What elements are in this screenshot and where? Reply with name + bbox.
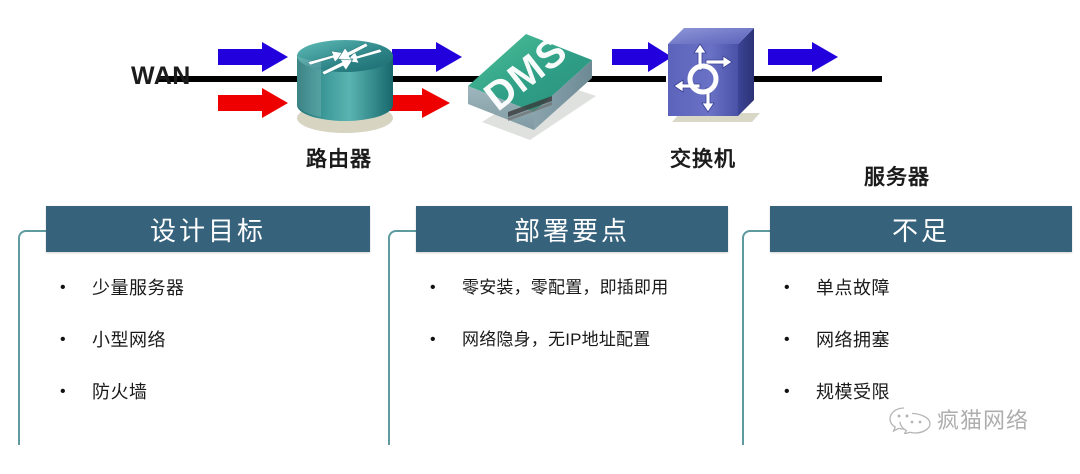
list-item: • 规模受限 [770,380,1072,404]
switch-label: 交换机 [670,148,736,171]
link-line-group [158,76,882,82]
list-item: • 网络拥塞 [770,328,1072,352]
router-icon [297,40,393,133]
panel-title-deployment-points: 部署要点 [416,206,728,252]
list-item-label: 规模受限 [816,382,890,402]
bullet-icon: • [60,331,66,348]
panel-body-deployment-points: • 零安装，零配置，即插即用 • 网络隐身，无IP地址配置 [416,252,728,474]
network-topology-diagram: DMS WAN 路由器 交换机 服务器 [0,0,1080,205]
bullet-icon: • [430,279,436,296]
bullet-icon: • [784,279,790,296]
bullet-icon: • [60,383,66,400]
list-item: • 小型网络 [46,328,370,352]
downstream-arrow-group [218,42,838,72]
panel-title-shortcomings: 不足 [770,206,1072,252]
panel-design-goals: 设计目标 • 少量服务器 • 小型网络 • 防火墙 [18,206,370,474]
router-label: 路由器 [306,148,372,171]
wechat-logo-icon [889,407,931,434]
list-item-label: 单点故障 [816,278,890,298]
panel-body-shortcomings: • 单点故障 • 网络拥塞 • 规模受限 [770,252,1072,474]
watermark-label: 疯猫网络 [937,408,1030,433]
list-item: • 零安装，零配置，即插即用 [416,276,728,300]
topology-canvas: DMS [158,28,882,140]
list-item: • 单点故障 [770,276,1072,300]
list-item-label: 零安装，零配置，即插即用 [462,278,669,297]
panel-bracket [18,230,48,445]
bullet-icon: • [60,279,66,296]
wechat-watermark: 疯猫网络 [888,403,1029,435]
panel-bracket [742,230,772,445]
panel-title-design-goals: 设计目标 [46,206,370,252]
bullet-icon: • [784,331,790,348]
switch-icon [668,28,760,122]
list-item-label: 防火墙 [92,382,148,402]
bullet-icon: • [784,383,790,400]
summary-panels: 设计目标 • 少量服务器 • 小型网络 • 防火墙 部署要点 • 零安装，零配置… [0,206,1080,474]
list-item-label: 小型网络 [92,330,166,350]
panel-bracket [388,230,418,445]
bullet-icon: • [430,331,436,348]
dms-appliance-icon: DMS [468,28,596,140]
wan-label: WAN [131,62,191,90]
server-label: 服务器 [864,166,930,189]
panel-deployment-points: 部署要点 • 零安装，零配置，即插即用 • 网络隐身，无IP地址配置 [388,206,728,474]
list-item-label: 少量服务器 [92,278,185,298]
switch-arrow-glyphs [673,43,733,113]
list-item: • 网络隐身，无IP地址配置 [416,328,728,352]
panel-body-design-goals: • 少量服务器 • 小型网络 • 防火墙 [46,252,370,474]
list-item-label: 网络拥塞 [816,330,890,350]
list-item: • 少量服务器 [46,276,370,300]
list-item: • 防火墙 [46,380,370,404]
dms-slot [508,96,552,121]
panel-shortcomings: 不足 • 单点故障 • 网络拥塞 • 规模受限 [742,206,1072,474]
list-item-label: 网络隐身，无IP地址配置 [462,330,651,349]
